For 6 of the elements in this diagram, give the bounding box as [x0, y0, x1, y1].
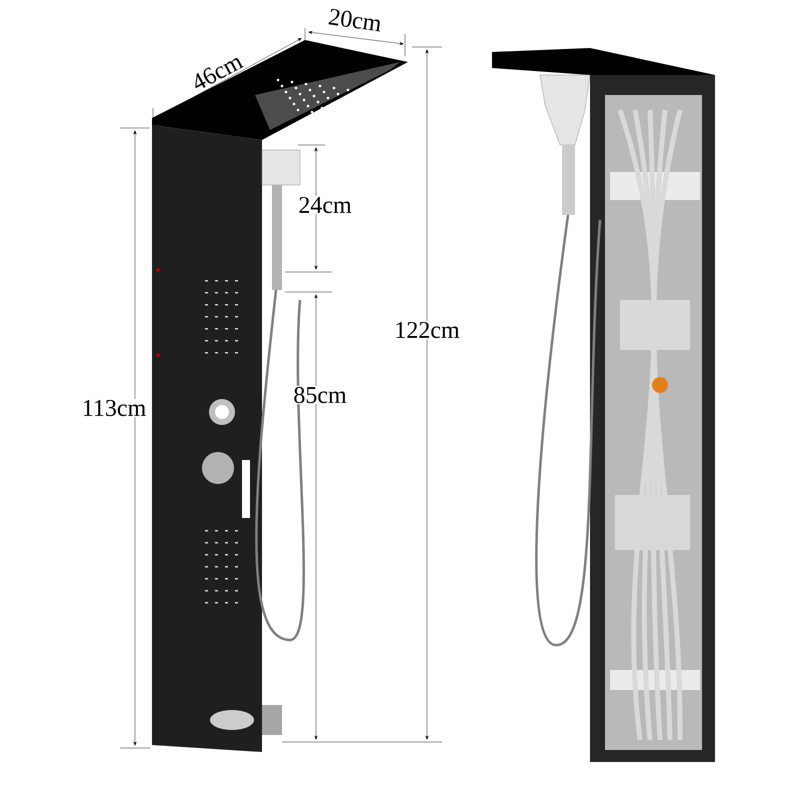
dimension-label: 20cm — [326, 7, 384, 33]
dimension-label: 113cm — [80, 398, 148, 418]
dimension-label: 46cm — [188, 51, 246, 93]
dimension-label: 122cm — [393, 320, 461, 340]
dimension-label: 85cm — [292, 386, 348, 404]
dimension-label: 24cm — [297, 196, 353, 214]
